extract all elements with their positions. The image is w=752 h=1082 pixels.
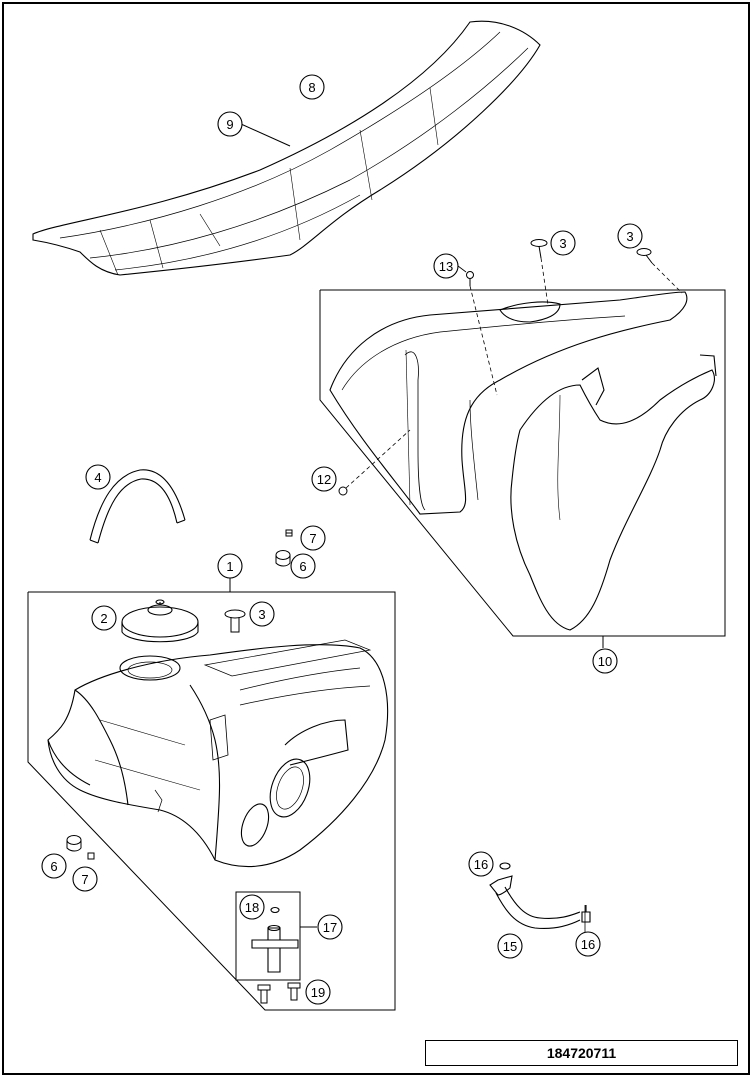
callout-circle — [433, 253, 459, 279]
callout-circle — [300, 525, 326, 551]
callout-c6a: 6 — [290, 553, 316, 579]
callout-label: 3 — [559, 236, 566, 251]
group-frame-10 — [319, 289, 726, 637]
nut-spacer-bottom — [66, 835, 95, 860]
callout-c3b: 3 — [617, 223, 643, 249]
screws-19 — [257, 982, 301, 1004]
callout-circle — [239, 894, 265, 920]
callout-c10: 10 — [592, 648, 618, 674]
screw-drawing — [224, 609, 246, 633]
callout-c15: 15 — [497, 933, 523, 959]
callout-circle — [217, 553, 243, 579]
callout-circle — [41, 853, 67, 879]
callout-c18: 18 — [239, 894, 265, 920]
callout-circle — [299, 74, 325, 100]
callout-c19: 19 — [305, 979, 331, 1005]
callout-c6b: 6 — [41, 853, 67, 879]
callout-c17: 17 — [317, 914, 343, 940]
callout-c9: 9 — [217, 111, 243, 137]
callout-label: 6 — [50, 859, 57, 874]
callout-circle — [497, 933, 523, 959]
fuel-tank-drawing — [47, 639, 389, 868]
fuel-tap-drawing — [251, 906, 299, 973]
callout-circle — [592, 648, 618, 674]
callout-circle — [317, 914, 343, 940]
fastener-parts — [338, 239, 683, 496]
drawing-number-box: 184720711 — [425, 1040, 738, 1066]
callout-label: 3 — [626, 229, 633, 244]
callout-c12: 12 — [311, 466, 337, 492]
callout-label: 10 — [598, 654, 612, 669]
callout-c2: 2 — [91, 605, 117, 631]
seat-drawing — [32, 20, 541, 276]
callout-label: 1 — [226, 559, 233, 574]
callout-circle — [72, 866, 98, 892]
callout-c8: 8 — [299, 74, 325, 100]
vent-hose-drawing — [489, 862, 591, 929]
callout-label: 6 — [299, 559, 306, 574]
callout-c16b: 16 — [575, 931, 601, 957]
callout-c7b: 7 — [72, 866, 98, 892]
callout-label: 16 — [581, 937, 595, 952]
callout-circle — [91, 605, 117, 631]
callout-label: 13 — [439, 259, 453, 274]
callout-circle — [617, 223, 643, 249]
callout-circle — [249, 601, 275, 627]
callout-label: 8 — [308, 80, 315, 95]
callout-circle — [550, 230, 576, 256]
callout-label: 3 — [258, 607, 265, 622]
callout-label: 7 — [309, 531, 316, 546]
callout-c16a: 16 — [468, 851, 494, 877]
group-frame-1 — [27, 591, 396, 1011]
callout-label: 16 — [474, 857, 488, 872]
callout-label: 18 — [245, 900, 259, 915]
callout-label: 17 — [323, 920, 337, 935]
callout-circle — [575, 931, 601, 957]
callout-circle — [311, 466, 337, 492]
callout-c7a: 7 — [300, 525, 326, 551]
callout-circle — [468, 851, 494, 877]
radiator-shroud-drawing — [329, 291, 717, 631]
leader-9 — [240, 123, 291, 147]
callout-label: 7 — [81, 872, 88, 887]
callout-circle — [85, 464, 111, 490]
callout-c13: 13 — [433, 253, 459, 279]
callout-label: 9 — [226, 117, 233, 132]
leader-13 — [457, 265, 467, 273]
callout-c4: 4 — [85, 464, 111, 490]
callout-circle — [290, 553, 316, 579]
callout-label: 19 — [311, 985, 325, 1000]
callout-label: 12 — [317, 472, 331, 487]
hose-drawing — [89, 469, 186, 544]
callout-c3c: 3 — [249, 601, 275, 627]
nut-spacer-top — [275, 529, 293, 567]
callout-circle — [305, 979, 331, 1005]
callout-label: 4 — [94, 470, 101, 485]
group-frame-17 — [235, 891, 301, 981]
callout-label: 15 — [503, 939, 517, 954]
fuel-cap-drawing — [121, 599, 199, 643]
callout-c3a: 3 — [550, 230, 576, 256]
callout-label: 2 — [100, 611, 107, 626]
callout-circle — [217, 111, 243, 137]
callout-c1: 1 — [217, 553, 243, 579]
